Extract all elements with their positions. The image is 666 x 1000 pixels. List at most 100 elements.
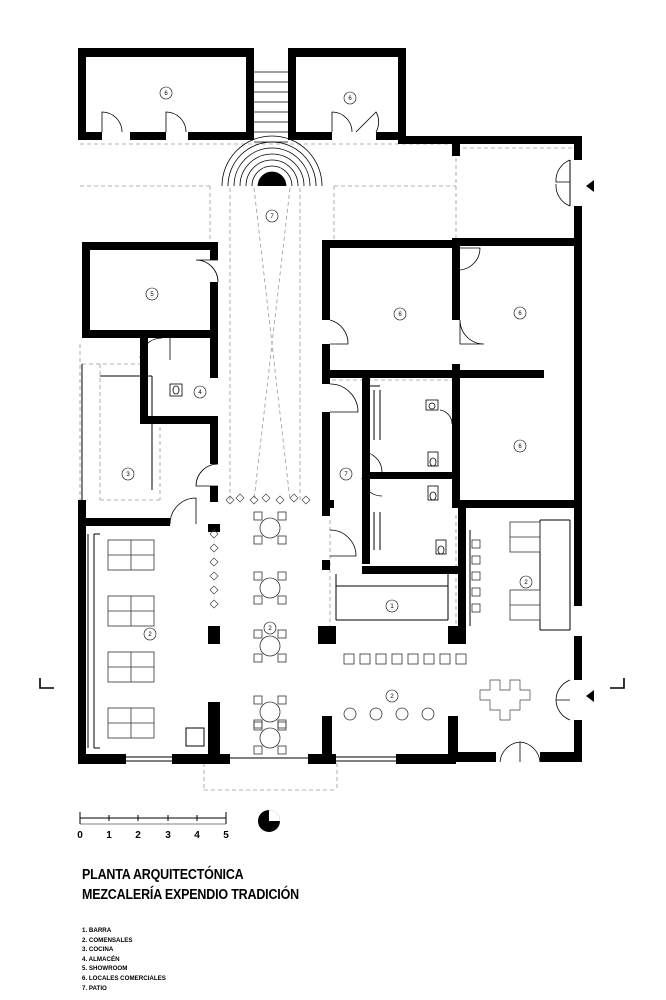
chair	[253, 653, 263, 663]
room-label-comensales-south: 2	[385, 689, 399, 703]
svg-text:7: 7	[344, 472, 348, 478]
plan-subtitle: MEZCALERÍA EXPENDIO TRADICIÓN	[82, 887, 299, 903]
room-label-almacen: 4	[193, 385, 207, 399]
room-label-local-mid-right: 6	[513, 306, 527, 320]
round-table	[259, 517, 281, 539]
legend-item: 2. COMENSALES	[82, 936, 133, 944]
plan-title: PLANTA ARQUITECTÓNICA	[82, 867, 244, 883]
chair	[253, 511, 263, 521]
chair	[253, 721, 263, 731]
scale-bar: 0 1 2 3 4 5	[77, 812, 229, 841]
chair	[253, 535, 263, 545]
bar-stool	[471, 571, 481, 581]
room-label-local-top-right: 6	[343, 91, 357, 105]
scale-label-5: 5	[223, 830, 229, 841]
svg-text:2: 2	[524, 580, 528, 586]
svg-text:7: 7	[270, 214, 274, 220]
patio-dashed-lines	[79, 143, 578, 791]
room-label-patio-south: 7	[339, 467, 353, 481]
round-table	[259, 701, 281, 723]
svg-text:6: 6	[164, 91, 168, 97]
svg-text:4: 4	[198, 390, 202, 396]
room-label-comensales-east: 2	[519, 575, 533, 589]
chair	[277, 745, 287, 755]
room-label-comensales-center: 2	[263, 621, 277, 635]
chair	[253, 745, 263, 755]
round-table	[259, 727, 281, 749]
chair	[277, 535, 287, 545]
svg-text:2: 2	[148, 632, 152, 638]
furniture	[107, 511, 541, 755]
chair	[253, 719, 263, 729]
chair	[253, 571, 263, 581]
chair	[277, 571, 287, 581]
bar-stool	[375, 653, 387, 665]
legend-item: 5. SHOWROOM	[82, 965, 128, 973]
round-stool	[421, 707, 435, 721]
svg-text:6: 6	[348, 96, 352, 102]
chair	[277, 511, 287, 521]
legend-item: 1. BARRA	[82, 927, 112, 934]
entrance-arrows	[586, 180, 594, 702]
round-stool	[369, 707, 383, 721]
room-label-local-top-left: 6	[159, 86, 173, 100]
bar-stool	[471, 603, 481, 613]
doors	[101, 111, 571, 763]
planters	[209, 493, 531, 721]
scale-label-3: 3	[165, 830, 171, 841]
round-stool	[395, 707, 409, 721]
svg-text:6: 6	[518, 311, 522, 317]
room-legend: 1. BARRA 2. COMENSALES 3. COCINA 4. ALMA…	[82, 926, 166, 993]
chair	[253, 595, 263, 605]
section-mark-icon	[39, 678, 625, 689]
svg-text:6: 6	[518, 444, 522, 450]
legend-item: 4. ALMACÉN	[82, 955, 120, 963]
bathroom-fixtures	[169, 383, 447, 555]
svg-text:6: 6	[398, 312, 402, 318]
bar-stool	[391, 653, 403, 665]
bar-stool	[359, 653, 371, 665]
svg-text:5: 5	[150, 292, 154, 298]
scale-label-2: 2	[135, 830, 141, 841]
bar-stool	[343, 653, 355, 665]
round-table	[259, 635, 281, 657]
legend-item: 3. COCINA	[82, 946, 114, 954]
room-label-local-mid-left: 6	[393, 307, 407, 321]
scale-label-1: 1	[106, 830, 112, 841]
bar-stool	[471, 555, 481, 565]
bar-stool	[471, 539, 481, 549]
room-label-local-east: 6	[513, 439, 527, 453]
svg-text:3: 3	[126, 472, 130, 478]
north-arrow-icon	[258, 810, 280, 832]
chair	[253, 629, 263, 639]
bar-stool	[407, 653, 419, 665]
room-label-barra: 1	[385, 599, 399, 613]
room-label-comensales-west: 2	[143, 627, 157, 641]
chair	[277, 721, 287, 731]
chair	[277, 653, 287, 663]
entrance-steps	[221, 71, 323, 187]
chair	[277, 629, 287, 639]
bar-stool	[423, 653, 435, 665]
room-labels: 6 6 7 5 6 6 6 4 3 7 2 2 1 2 2	[121, 86, 533, 703]
bar-stool	[455, 653, 467, 665]
room-label-showroom: 5	[145, 287, 159, 301]
scale-label-4: 4	[194, 830, 200, 841]
chair	[277, 695, 287, 705]
svg-text:1: 1	[390, 604, 394, 610]
round-table	[259, 577, 281, 599]
chair	[277, 719, 287, 729]
svg-text:2: 2	[268, 626, 272, 632]
bar-stool	[439, 653, 451, 665]
legend-item: 6. LOCALES COMERCIALES	[82, 974, 166, 982]
bar-stool	[471, 587, 481, 597]
scale-label-0: 0	[77, 830, 83, 841]
svg-text:2: 2	[390, 694, 394, 700]
room-label-patio-north: 7	[265, 209, 279, 223]
chair	[253, 695, 263, 705]
chair	[277, 595, 287, 605]
round-stool	[343, 707, 357, 721]
legend-item: 7. PATIO	[82, 984, 107, 992]
room-label-cocina: 3	[121, 467, 135, 481]
